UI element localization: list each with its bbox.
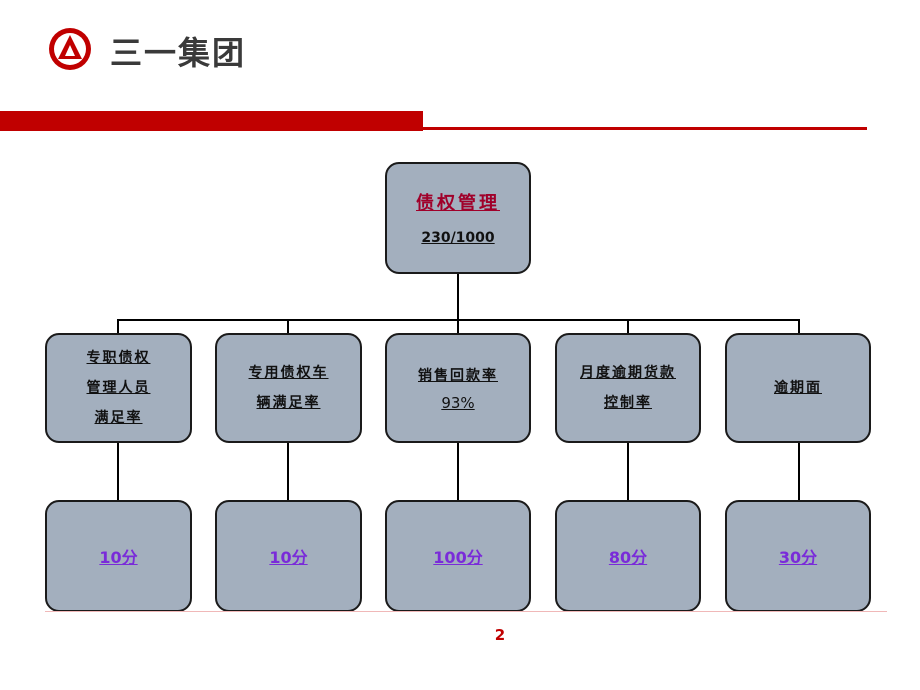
connector-score-1 [117,442,119,502]
child-label-line: 控制率 [604,395,652,411]
child-label-line: 辆满足率 [256,395,321,411]
connector-score-2 [287,442,289,502]
child-label-line: 满足率 [94,410,143,426]
company-logo: 三一集团 [46,26,256,72]
connector-score-5 [798,442,800,502]
root-score: 230/1000 [421,230,495,246]
root-title: 债权管理 [416,193,500,214]
connector-score-3 [457,442,459,502]
connector-drop-4 [627,319,629,335]
child-label-line: 专用债权车 [248,365,329,381]
page-number: 2 [494,626,506,644]
child-node-3: 销售回款率 93% [385,333,531,443]
footer-rule [45,611,887,612]
child-label-line: 逾期面 [774,380,822,396]
root-node: 债权管理 230/1000 [385,162,531,274]
score-node-1: 10分 [45,500,192,612]
sany-logo-icon [49,28,91,70]
header-rule [423,127,867,130]
header-band [0,111,423,131]
connector-score-4 [627,442,629,502]
score-link[interactable]: 100分 [433,548,483,567]
child-value: 93% [441,394,475,412]
score-node-5: 30分 [725,500,871,612]
score-node-2: 10分 [215,500,362,612]
score-link[interactable]: 30分 [778,548,818,567]
child-node-4: 月度逾期货款 控制率 [555,333,701,443]
child-node-5: 逾期面 [725,333,871,443]
child-node-1: 专职债权 管理人员 满足率 [45,333,192,443]
connector-drop-3 [457,319,459,335]
child-label-line: 销售回款率 [418,368,498,384]
child-label-line: 月度逾期货款 [580,365,676,381]
child-label-line: 管理人员 [86,380,151,396]
connector-drop-1 [117,319,119,335]
score-link[interactable]: 10分 [269,548,308,567]
connector-drop-5 [798,319,800,335]
score-link[interactable]: 80分 [608,548,648,567]
connector-drop-2 [287,319,289,335]
child-node-2: 专用债权车 辆满足率 [215,333,362,443]
company-name: 三一集团 [110,34,247,72]
score-node-4: 80分 [555,500,701,612]
child-label-line: 专职债权 [86,350,151,366]
connector-root-down [457,273,459,320]
score-link[interactable]: 10分 [99,548,138,567]
score-node-3: 100分 [385,500,531,612]
